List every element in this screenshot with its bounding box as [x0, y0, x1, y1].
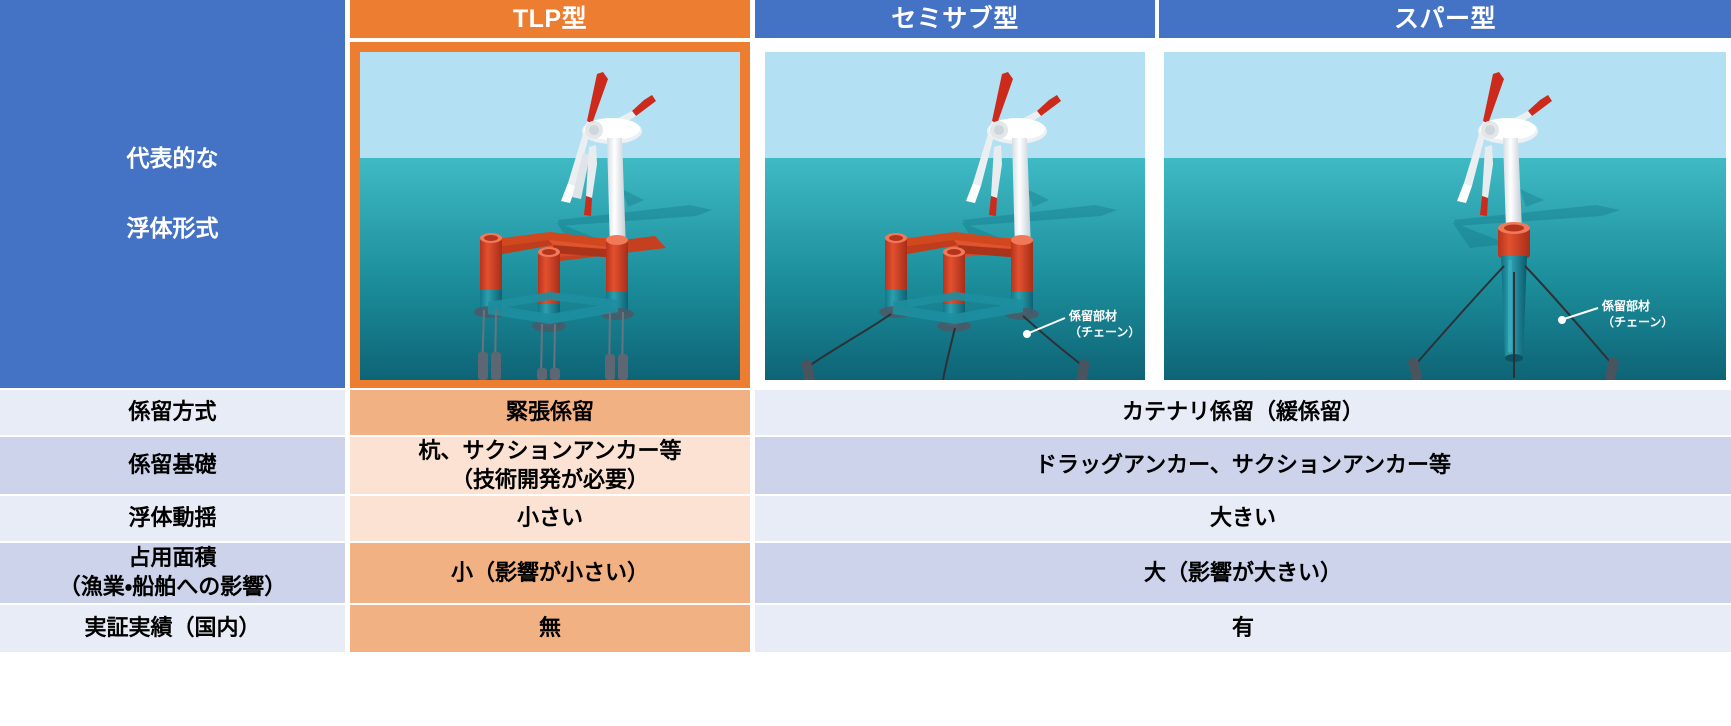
spar-annotation-line1: 係留部材: [1601, 298, 1650, 313]
semisub-annotation-line2: （チェーン）: [1069, 324, 1140, 339]
row-label-mooring-foundation-text: 係留基礎: [128, 452, 217, 478]
cell-demonstration-record-merged: 有: [755, 605, 1731, 652]
cell-motion-merged: 大きい: [755, 496, 1731, 541]
illustration-semisub[interactable]: 係留部材 （チェーン）: [765, 52, 1145, 380]
illustration-tlp[interactable]: [360, 52, 740, 380]
tlp-column-bottom-edge: [350, 652, 750, 655]
cell-mooring-foundation-merged-text: ドラッグアンカー、サクションアンカー等: [1034, 452, 1452, 478]
cell-mooring-foundation-tlp-line2: （技術開発が必要）: [450, 466, 649, 492]
cell-motion-tlp: 小さい: [350, 496, 750, 541]
cell-demonstration-record-tlp-text: 無: [538, 615, 561, 641]
row-label-mooring-method-text: 係留方式: [128, 399, 217, 425]
cell-mooring-method-tlp-text: 緊張係留: [505, 399, 594, 425]
row-label-representative-type-line2: 浮体形式: [126, 215, 219, 241]
cell-mooring-foundation-merged: ドラッグアンカー、サクションアンカー等: [755, 437, 1731, 494]
spar-annotation-line2: （チェーン）: [1602, 314, 1673, 329]
column-header-semisub-label: セミサブ型: [891, 4, 1019, 33]
row-label-motion-text: 浮体動揺: [128, 505, 217, 531]
cell-occupied-area-tlp-text: 小（影響が小さい）: [450, 559, 649, 585]
cell-demonstration-record-merged-text: 有: [1231, 615, 1254, 641]
cell-mooring-method-tlp: 緊張係留: [350, 390, 750, 435]
row-label-mooring-foundation: 係留基礎: [0, 437, 345, 494]
column-header-semisub[interactable]: セミサブ型: [755, 0, 1155, 38]
mooring-callout-dot: [1023, 330, 1031, 338]
cell-occupied-area-merged: 大（影響が大きい）: [755, 543, 1731, 603]
cell-motion-tlp-text: 小さい: [516, 505, 583, 531]
row-label-occupied-area-line1: 占用面積: [128, 545, 217, 571]
row-label-demonstration-record: 実証実績（国内）: [0, 605, 345, 652]
semisub-illustration-svg: 係留部材 （チェーン）: [765, 52, 1145, 380]
cell-mooring-method-merged-text: カテナリ係留（緩係留）: [1121, 399, 1364, 425]
illustration-spar[interactable]: 係留部材 （チェーン）: [1164, 52, 1726, 380]
row-label-motion: 浮体動揺: [0, 496, 345, 541]
tlp-illustration-svg: [360, 52, 740, 380]
cell-mooring-foundation-tlp-line1: 杭、サクションアンカー等: [418, 437, 682, 463]
cell-occupied-area-merged-text: 大（影響が大きい）: [1143, 559, 1342, 585]
row-label-representative-type-line1: 代表的な: [126, 145, 219, 172]
cell-mooring-foundation-tlp: 杭、サクションアンカー等 （技術開発が必要）: [350, 437, 750, 494]
column-header-spar-label: スパー型: [1393, 4, 1496, 33]
semisub-annotation-line1: 係留部材: [1068, 308, 1117, 323]
row-label-occupied-area: 占用面積 （漁業・船舶への影響）: [0, 543, 345, 603]
cell-motion-merged-text: 大きい: [1209, 505, 1276, 531]
column-header-tlp[interactable]: TLP型: [350, 0, 750, 38]
row-label-mooring-method: 係留方式: [0, 390, 345, 435]
spar-illustration-svg: 係留部材 （チェーン）: [1164, 52, 1726, 380]
row-label-occupied-area-line2: （漁業・船舶への影響）: [58, 574, 287, 599]
column-header-spar[interactable]: スパー型: [1159, 0, 1731, 38]
cell-occupied-area-tlp: 小（影響が小さい）: [350, 543, 750, 603]
row-label-representative-type: 代表的な 浮体形式: [0, 0, 345, 388]
cell-mooring-method-merged: カテナリ係留（緩係留）: [755, 390, 1731, 435]
mooring-callout-dot: [1558, 316, 1566, 324]
row-label-demonstration-record-text: 実証実績（国内）: [84, 615, 261, 641]
column-header-tlp-label: TLP型: [512, 4, 588, 33]
cell-demonstration-record-tlp: 無: [350, 605, 750, 652]
